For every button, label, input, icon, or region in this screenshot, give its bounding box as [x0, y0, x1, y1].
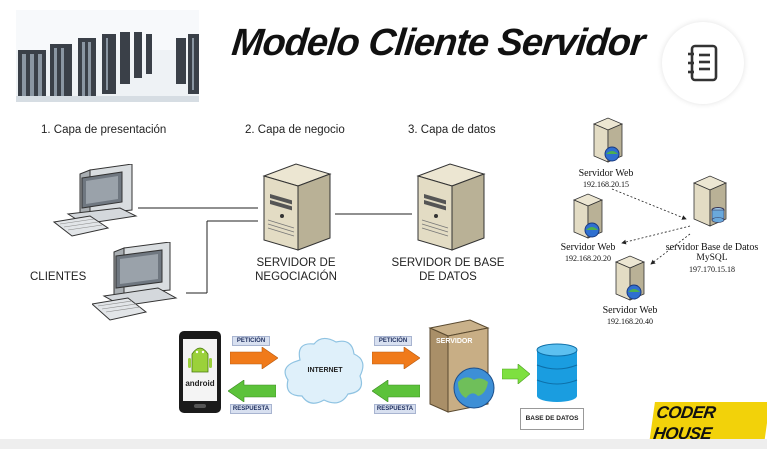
- mysql-server-sub: MySQL: [696, 253, 728, 263]
- client-computer-2-icon: [92, 242, 178, 321]
- db-server-label-line2: DE DATOS: [419, 271, 477, 283]
- database-cylinder-icon: [536, 343, 578, 402]
- business-server-label-line2: NEGOCIACIÓN: [255, 271, 337, 283]
- clients-label: CLIENTES: [30, 271, 87, 283]
- mysql-server-ip: 197.170.15.18: [689, 265, 735, 274]
- request-label-2: PETICIÓN: [374, 336, 412, 346]
- layer-business-label: 2. Capa de negocio: [245, 124, 345, 136]
- web-server-3-icon: [614, 255, 646, 301]
- db-server-label-line1: SERVIDOR DE BASE: [391, 257, 505, 269]
- request-arrow-1: [230, 347, 278, 369]
- layer-data-label: 3. Capa de datos: [408, 124, 496, 136]
- request-arrow-2: [372, 347, 420, 369]
- notes-button[interactable]: [662, 22, 744, 104]
- server-label: SERVIDOR: [436, 338, 473, 345]
- web-server-3-label: Servidor Web 192.168.20.40: [588, 305, 672, 327]
- mysql-server-label: servidor Base de Datos MySQL 197.170.15.…: [660, 242, 764, 275]
- android-label: android: [185, 379, 214, 388]
- database-label: BASE DE DATOS: [520, 408, 584, 430]
- response-label-1: RESPUESTA: [230, 404, 272, 414]
- server-globe-icon: [428, 319, 495, 413]
- web-server-2-icon: [572, 193, 604, 239]
- footer-bar: [0, 439, 767, 449]
- internet-cloud-icon: [284, 337, 364, 404]
- response-arrow-1: [228, 380, 276, 402]
- notebook-icon: [688, 44, 718, 82]
- db-server-label: SERVIDOR DE BASE DE DATOS: [386, 256, 510, 284]
- web-server-1-label: Servidor Web 192.168.20.15: [566, 168, 646, 190]
- internet-label: INTERNET: [307, 367, 343, 374]
- android-phone-icon: android: [179, 331, 221, 413]
- mysql-server-name: servidor Base de Datos: [665, 242, 759, 253]
- web-server-3-name: Servidor Web: [602, 305, 658, 316]
- request-label-1: PETICIÓN: [232, 336, 270, 346]
- coder-house-logo: CODER HOUSE: [649, 402, 767, 444]
- web-server-1-name: Servidor Web: [578, 168, 634, 179]
- web-server-1-icon: [592, 117, 624, 163]
- business-server-icon: [262, 163, 332, 251]
- web-server-3-ip: 192.168.20.40: [607, 317, 653, 326]
- response-arrow-2: [372, 380, 420, 402]
- green-arrow-icon: [502, 364, 530, 384]
- mysql-server-icon: [693, 175, 727, 227]
- db-server-icon: [416, 163, 486, 251]
- web-server-2-ip: 192.168.20.20: [565, 254, 611, 263]
- layer-presentation-label: 1. Capa de presentación: [41, 124, 167, 136]
- web-server-2-label: Servidor Web 192.168.20.20: [548, 242, 628, 264]
- client-computer-1-icon: [52, 164, 138, 237]
- web-server-2-name: Servidor Web: [560, 242, 616, 253]
- web-server-1-ip: 192.168.20.15: [583, 180, 629, 189]
- business-server-label-line1: SERVIDOR DE: [256, 257, 336, 269]
- server-room-image: [16, 10, 199, 102]
- business-server-label: SERVIDOR DE NEGOCIACIÓN: [241, 256, 351, 284]
- response-label-2: RESPUESTA: [374, 404, 416, 414]
